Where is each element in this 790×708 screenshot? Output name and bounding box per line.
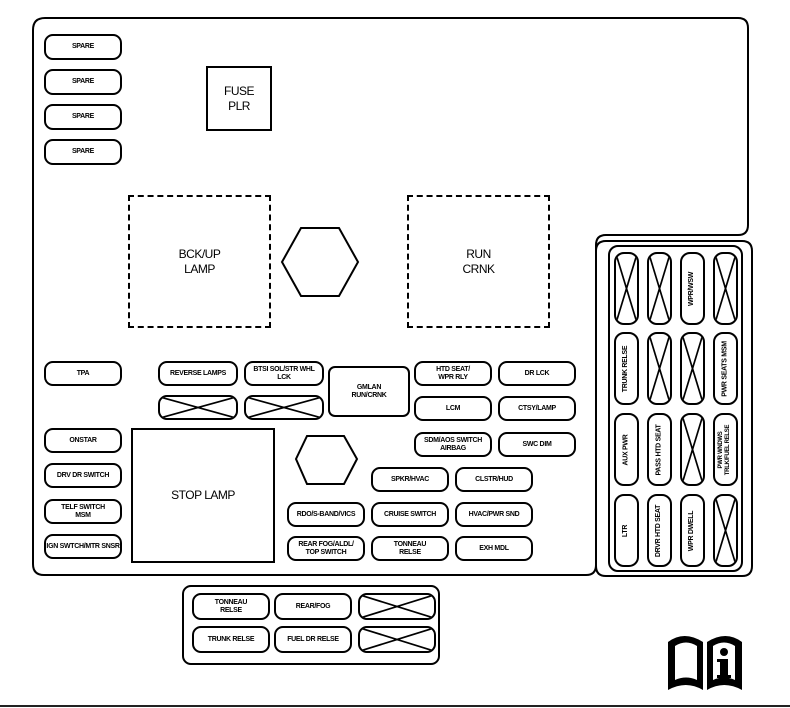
right-fuse-pwr-wndws[interactable]: PWR WNDWS TRLK/FUEL RELSE (713, 413, 738, 486)
right-fuse-pass-htd-seat[interactable]: PASS HTD SEAT (647, 413, 672, 486)
right-fuse-drvr-htd-seat[interactable]: DRVR HTD SEAT (647, 494, 672, 567)
right-fuse-empty-r1c2[interactable] (647, 252, 672, 325)
fuse-cruise-switch[interactable]: CRUISE SWITCH (371, 502, 449, 527)
empty-slot-x-icon (682, 334, 703, 403)
fuse-empty-1[interactable] (158, 395, 238, 420)
right-fuse-pwr-seats-msm[interactable]: PWR SEATS MSM (713, 332, 738, 405)
relay-bckup-lamp[interactable]: BCK/UP LAMP (128, 195, 271, 328)
fuse-spkr-hvac[interactable]: SPKR/HVAC (371, 467, 449, 492)
empty-slot-x-icon (246, 397, 322, 418)
fuse-ign-switch-mtr-snsr[interactable]: IGN SWTCH/MTR SNSR (44, 534, 122, 559)
right-fuse-ltr[interactable]: LTR (614, 494, 639, 567)
right-fuse-aux-pwr[interactable]: AUX PWR (614, 413, 639, 486)
lower-fuse-rear-fog[interactable]: REAR/FOG (274, 593, 352, 620)
fuse-lcm[interactable]: LCM (414, 396, 492, 421)
fuse-spare-3[interactable]: SPARE (44, 104, 122, 130)
empty-slot-x-icon (715, 254, 736, 323)
fuse-rdo-sband-vics[interactable]: RDO/S-BAND/VICS (287, 502, 365, 527)
bottom-rule (0, 705, 790, 707)
fuse-tonneau-relse[interactable]: TONNEAU RELSE (371, 536, 449, 561)
fuse-spare-2[interactable]: SPARE (44, 69, 122, 95)
hex-stud-upper (280, 227, 360, 297)
fuse-rear-fog-aldl-top[interactable]: REAR FOG/ALDL/ TOP SWITCH (287, 536, 365, 561)
fuse-sdm-aos-airbag[interactable]: SDM/AOS SWITCH AIRBAG (414, 432, 492, 457)
lower-fuse-empty-1[interactable] (358, 593, 436, 620)
lower-fuse-tonneau-relse[interactable]: TONNEAU RELSE (192, 593, 270, 620)
fuse-hvac-pwr-snd[interactable]: HVAC/PWR SND (455, 502, 533, 527)
right-fuse-empty-r3c3[interactable] (680, 413, 705, 486)
fuse-puller[interactable]: FUSE PLR (206, 66, 272, 131)
fuse-reverse-lamps[interactable]: REVERSE LAMPS (158, 361, 238, 386)
empty-slot-x-icon (360, 595, 434, 618)
empty-slot-x-icon (715, 496, 736, 565)
fuse-exh-mdl[interactable]: EXH MDL (455, 536, 533, 561)
fuse-telf-switch-msm[interactable]: TELF SWITCH MSM (44, 499, 122, 524)
right-fuse-trunk-relse[interactable]: TRUNK RELSE (614, 332, 639, 405)
empty-slot-x-icon (649, 334, 670, 403)
lower-fuse-empty-2[interactable] (358, 626, 436, 653)
fuse-empty-2[interactable] (244, 395, 324, 420)
fuse-spare-1[interactable]: SPARE (44, 34, 122, 60)
right-fuse-empty-r4c4[interactable] (713, 494, 738, 567)
right-fuse-empty-r1c4[interactable] (713, 252, 738, 325)
empty-slot-x-icon (160, 397, 236, 418)
right-fuse-empty-r2c2[interactable] (647, 332, 672, 405)
empty-slot-x-icon (649, 254, 670, 323)
right-fuse-wpr-dwell[interactable]: WPR DWELL (680, 494, 705, 567)
fuse-onstar[interactable]: ONSTAR (44, 428, 122, 453)
right-fuse-empty-r2c3[interactable] (680, 332, 705, 405)
relay-stop-lamp[interactable]: STOP LAMP (131, 428, 275, 563)
fuse-ctsy-lamp[interactable]: CTSY/LAMP (498, 396, 576, 421)
fuse-tpa[interactable]: TPA (44, 361, 122, 386)
lower-fuse-fuel-dr-relse[interactable]: FUEL DR RELSE (274, 626, 352, 653)
lower-fuse-trunk-relse[interactable]: TRUNK RELSE (192, 626, 270, 653)
right-fuse-wpr-wsw[interactable]: WPR/WSW (680, 252, 705, 325)
empty-slot-x-icon (360, 628, 434, 651)
fuse-clstr-hud[interactable]: CLSTR/HUD (455, 467, 533, 492)
empty-slot-x-icon (682, 415, 703, 484)
fuse-btsi[interactable]: BTSI SOL/STR WHL LCK (244, 361, 324, 386)
relay-gmlan[interactable]: GMLAN RUN/CRNK (328, 366, 410, 417)
fuse-drv-dr-switch[interactable]: DRV DR SWITCH (44, 463, 122, 488)
hex-stud-lower (294, 435, 359, 485)
fuse-spare-4[interactable]: SPARE (44, 139, 122, 165)
empty-slot-x-icon (616, 254, 637, 323)
fuse-dr-lck[interactable]: DR LCK (498, 361, 576, 386)
owner-manual-info-icon (668, 636, 742, 690)
right-fuse-empty-r1c1[interactable] (614, 252, 639, 325)
fuse-htd-seat-wpr-rly[interactable]: HTD SEAT/ WPR RLY (414, 361, 492, 386)
relay-run-crnk[interactable]: RUN CRNK (407, 195, 550, 328)
fuse-swc-dim[interactable]: SWC DIM (498, 432, 576, 457)
